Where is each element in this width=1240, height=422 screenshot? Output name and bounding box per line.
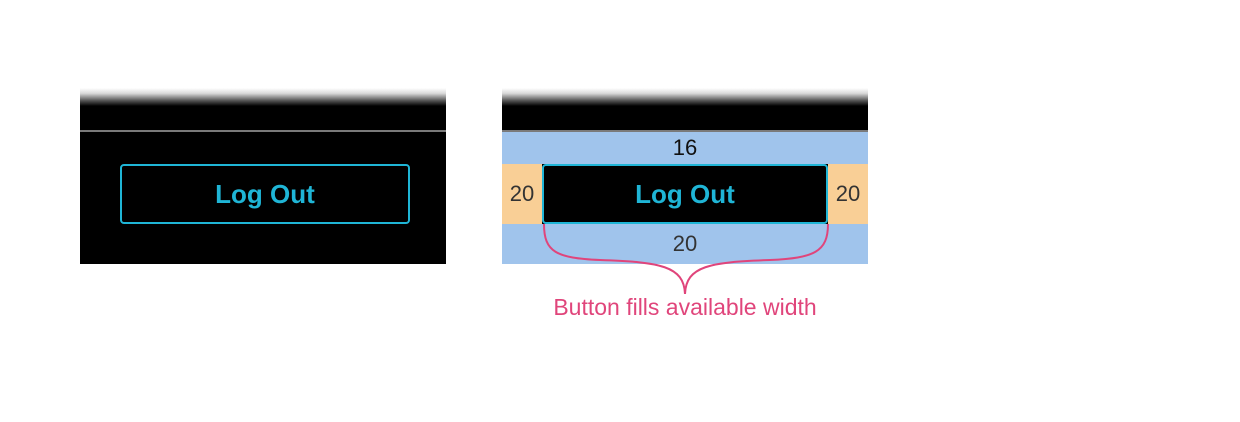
log-out-button[interactable]: Log Out — [542, 164, 828, 224]
left-padding-value: 20 — [509, 181, 535, 206]
divider-line — [502, 130, 868, 132]
log-out-button[interactable]: Log Out — [120, 164, 410, 224]
right-padding-highlight: 20 — [828, 164, 868, 224]
bottom-padding-highlight: 20 — [502, 224, 868, 264]
preview-panel: Log Out — [80, 88, 446, 264]
top-padding-value: 16 — [672, 135, 698, 160]
bottom-padding-value: 20 — [672, 231, 698, 256]
width-caption: Button fills available width — [553, 294, 817, 320]
left-padding-highlight: 20 — [502, 164, 542, 224]
top-fade-shadow — [502, 88, 868, 106]
right-padding-value: 20 — [835, 181, 861, 206]
top-padding-highlight: 16 — [502, 132, 868, 164]
annotated-panel: 16 20 Log Out 20 20 — [502, 88, 868, 264]
top-fade-shadow — [80, 88, 446, 106]
divider-line — [80, 130, 446, 132]
